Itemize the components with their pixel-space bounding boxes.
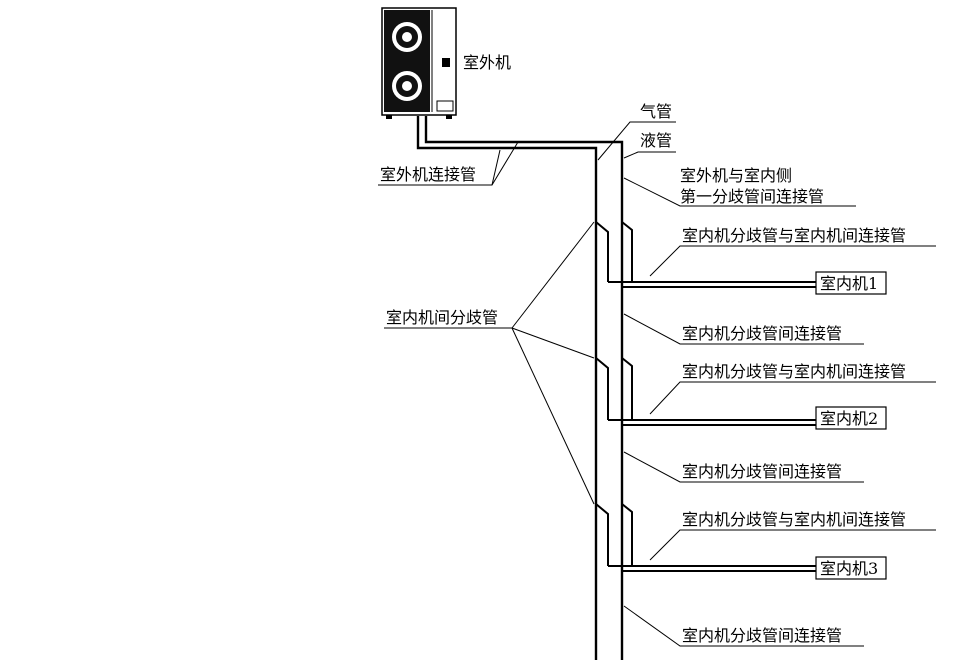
indoor-unit-label: 室内机2 (820, 409, 878, 428)
outdoor-connection-pipes (416, 116, 624, 660)
indoor-unit-box (815, 556, 887, 580)
branch-to-indoor-label: 室内机分歧管与室内机间连接管 (682, 226, 906, 245)
between-branches-label: 室内机分歧管间连接管 (682, 626, 842, 645)
first-branch-label-line1: 室外机与室内侧 (680, 166, 792, 185)
branch-manifold-label: 室内机间分歧管 (386, 308, 498, 327)
indoor-unit-box (815, 271, 887, 295)
branch-fittings (595, 221, 633, 566)
outdoor-unit (381, 7, 457, 119)
between-branches-label: 室内机分歧管间连接管 (682, 462, 842, 481)
outdoor-connection-label: 室外机连接管 (380, 165, 476, 184)
liquid-pipe-label: 液管 (640, 131, 672, 150)
between-branches-label: 室内机分歧管间连接管 (682, 324, 842, 343)
indoor-unit-label: 室内机3 (820, 559, 878, 578)
indoor-unit-box (815, 406, 887, 430)
indoor-branch-lines (608, 281, 816, 572)
leader-lines (378, 121, 936, 647)
indoor-unit-label: 室内机1 (820, 274, 878, 293)
outdoor-unit-label: 室外机 (463, 53, 511, 72)
branch-to-indoor-label: 室内机分歧管与室内机间连接管 (682, 362, 906, 381)
gas-pipe-label: 气管 (640, 102, 672, 121)
branch-to-indoor-label: 室内机分歧管与室内机间连接管 (682, 510, 906, 529)
first-branch-label-line2: 第一分歧管间连接管 (680, 187, 824, 206)
